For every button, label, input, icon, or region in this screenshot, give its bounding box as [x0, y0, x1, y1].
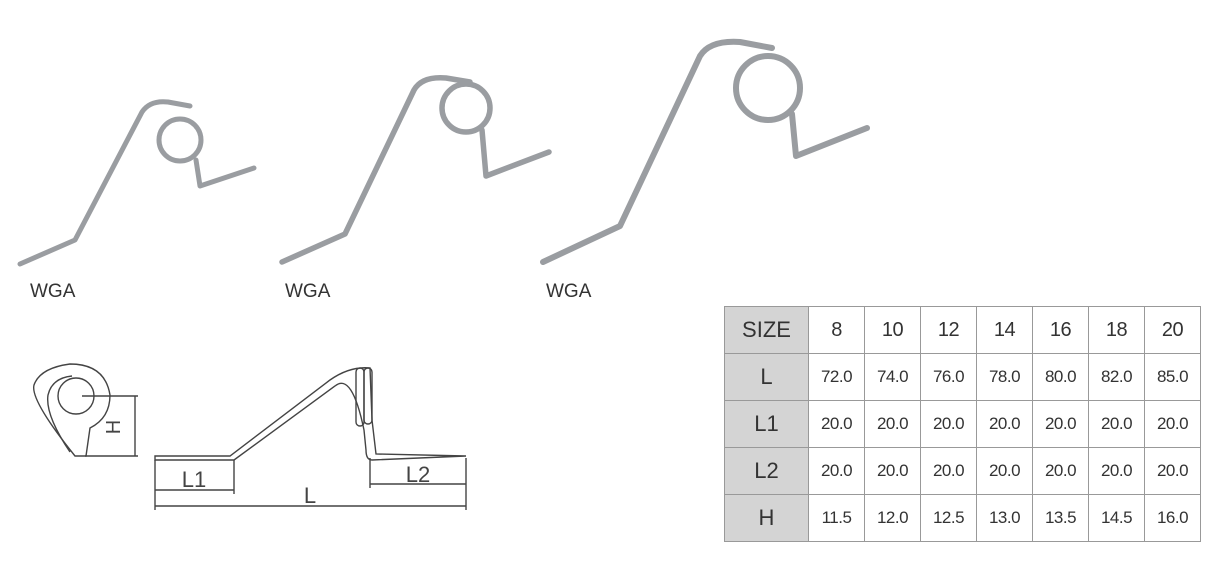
table-cell: 18: [1088, 306, 1145, 354]
table-cell: 14.5: [1088, 494, 1145, 542]
end-view: [32, 363, 138, 457]
table-cell: 20.0: [1032, 400, 1089, 448]
table-cell: 20.0: [808, 447, 865, 495]
table-cell: 20.0: [1144, 447, 1201, 495]
row-header: L2: [724, 447, 809, 495]
product-label: WGA: [546, 281, 592, 302]
table-cell: 20.0: [1088, 447, 1145, 495]
table-cell: 20.0: [1088, 400, 1145, 448]
table-cell: 20: [1144, 306, 1201, 354]
table-cell: 20.0: [920, 400, 977, 448]
wire-guide-large: [540, 38, 870, 265]
row-header: SIZE: [724, 306, 809, 354]
row-header: L: [724, 353, 809, 401]
table-cell: 13.0: [976, 494, 1033, 542]
row-header: L1: [724, 400, 809, 448]
table-cell: 72.0: [808, 353, 865, 401]
l1-dimension-label: L1: [182, 467, 206, 492]
table-cell: 20.0: [1144, 400, 1201, 448]
table-cell: 78.0: [976, 353, 1033, 401]
table-cell: 8: [808, 306, 865, 354]
table-cell: 74.0: [864, 353, 921, 401]
product-label: WGA: [285, 281, 331, 302]
table-cell: 16.0: [1144, 494, 1201, 542]
table-cell: 14: [976, 306, 1033, 354]
wire-guide-small: [17, 99, 257, 267]
table-cell: 12: [920, 306, 977, 354]
wire-guide-medium: [279, 75, 552, 265]
table-cell: 20.0: [976, 447, 1033, 495]
row-header: H: [724, 494, 809, 542]
h-dimension-label: H: [103, 420, 125, 434]
table-cell: 20.0: [1032, 447, 1089, 495]
l-dimension-label: L: [304, 483, 316, 508]
side-view: [154, 367, 467, 510]
table-cell: 12.0: [864, 494, 921, 542]
l2-dimension-label: L2: [406, 462, 430, 487]
table-cell: 16: [1032, 306, 1089, 354]
technical-drawing: [32, 363, 467, 510]
table-cell: 20.0: [976, 400, 1033, 448]
table-cell: 85.0: [1144, 353, 1201, 401]
table-cell: 20.0: [808, 400, 865, 448]
table-cell: 20.0: [920, 447, 977, 495]
table-cell: 10: [864, 306, 921, 354]
table-cell: 76.0: [920, 353, 977, 401]
table-cell: 11.5: [808, 494, 865, 542]
table-cell: 20.0: [864, 447, 921, 495]
table-cell: 20.0: [864, 400, 921, 448]
product-label: WGA: [30, 281, 76, 302]
table-cell: 12.5: [920, 494, 977, 542]
table-cell: 82.0: [1088, 353, 1145, 401]
table-cell: 13.5: [1032, 494, 1089, 542]
table-cell: 80.0: [1032, 353, 1089, 401]
